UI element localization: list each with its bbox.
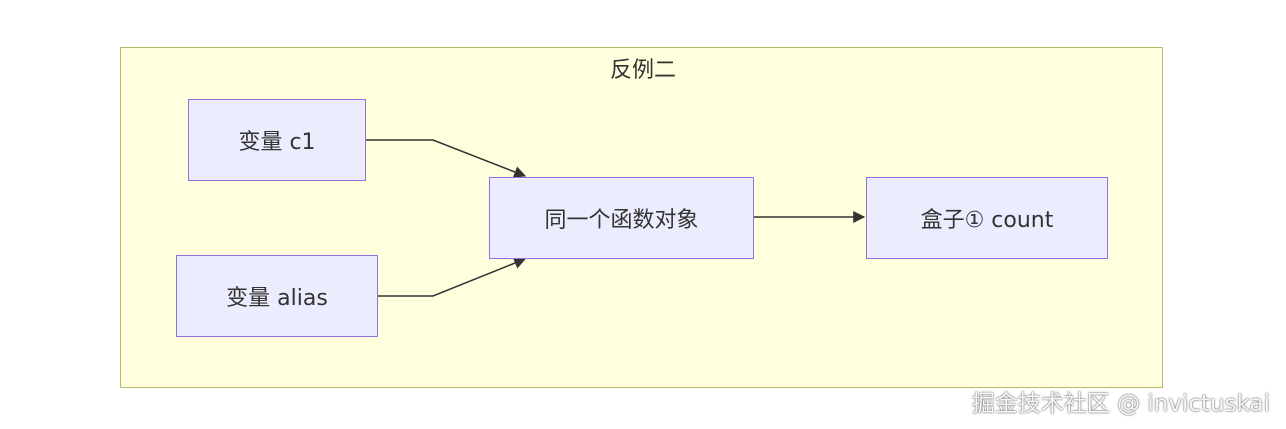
node-box-count-label: 盒子① count (920, 208, 1054, 233)
node-same-function-object-label: 同一个函数对象 (544, 208, 699, 233)
node-variable-c1-label: 变量 c1 (238, 130, 316, 155)
edge-alias-to-func (378, 257, 527, 297)
watermark-text: 掘金技术社区 @ invictuskai (971, 391, 1270, 417)
node-variable-alias-label: 变量 alias (226, 286, 328, 311)
node-variable-c1: 变量 c1 (188, 99, 366, 181)
node-same-function-object: 同一个函数对象 (489, 177, 754, 259)
node-box-count: 盒子① count (866, 177, 1108, 259)
node-variable-alias: 变量 alias (176, 255, 378, 337)
subgraph-title: 反例二 (609, 58, 676, 83)
edge-c1-to-func (366, 139, 527, 178)
